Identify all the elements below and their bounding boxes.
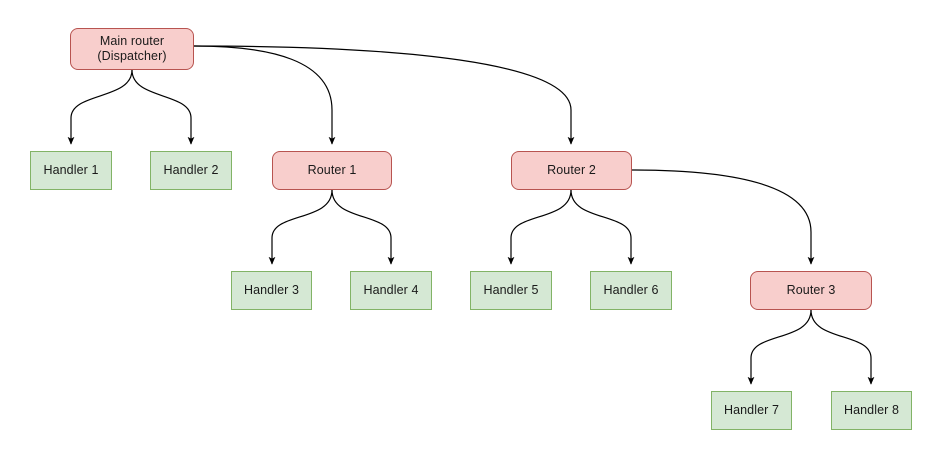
node-main-router[interactable]: Main router (Dispatcher) xyxy=(70,28,194,70)
node-handler-8[interactable]: Handler 8 xyxy=(831,391,912,430)
node-handler-3[interactable]: Handler 3 xyxy=(231,271,312,310)
node-handler-7[interactable]: Handler 7 xyxy=(711,391,792,430)
edge-r1-h4 xyxy=(331,189,395,265)
edge-r2-h6 xyxy=(570,189,635,265)
node-label-handler-3: Handler 3 xyxy=(243,283,300,297)
node-router-2[interactable]: Router 2 xyxy=(511,151,632,190)
edge-r1-h3 xyxy=(268,189,333,265)
node-handler-4[interactable]: Handler 4 xyxy=(350,271,432,310)
edge-r2-h5 xyxy=(507,189,572,265)
node-label-handler-6: Handler 6 xyxy=(603,283,659,297)
node-handler-2[interactable]: Handler 2 xyxy=(150,151,232,190)
edge-main-h2 xyxy=(131,69,195,145)
node-handler-6[interactable]: Handler 6 xyxy=(590,271,672,310)
node-label-router-2: Router 2 xyxy=(547,163,596,177)
node-router-3[interactable]: Router 3 xyxy=(750,271,872,310)
edges-group xyxy=(67,45,875,385)
edge-r2-r3 xyxy=(631,169,815,265)
node-handler-1[interactable]: Handler 1 xyxy=(30,151,112,190)
edge-main-r2 xyxy=(193,45,575,145)
node-label-handler-5: Handler 5 xyxy=(483,283,539,297)
edge-main-h1 xyxy=(67,69,133,145)
edge-main-r1 xyxy=(193,45,336,145)
node-label-handler-1: Handler 1 xyxy=(43,163,99,177)
node-label-handler-4: Handler 4 xyxy=(363,283,419,297)
node-label-router-3: Router 3 xyxy=(786,283,836,297)
node-label-handler-2: Handler 2 xyxy=(163,163,219,177)
node-label-router-1: Router 1 xyxy=(307,163,357,177)
edge-r3-h7 xyxy=(747,309,812,385)
node-label-handler-7: Handler 7 xyxy=(723,403,780,417)
edge-r3-h8 xyxy=(810,309,875,385)
node-label-handler-8: Handler 8 xyxy=(843,403,900,417)
node-handler-5[interactable]: Handler 5 xyxy=(470,271,552,310)
node-label-main-router: Main router (Dispatcher) xyxy=(97,34,167,63)
node-router-1[interactable]: Router 1 xyxy=(272,151,392,190)
